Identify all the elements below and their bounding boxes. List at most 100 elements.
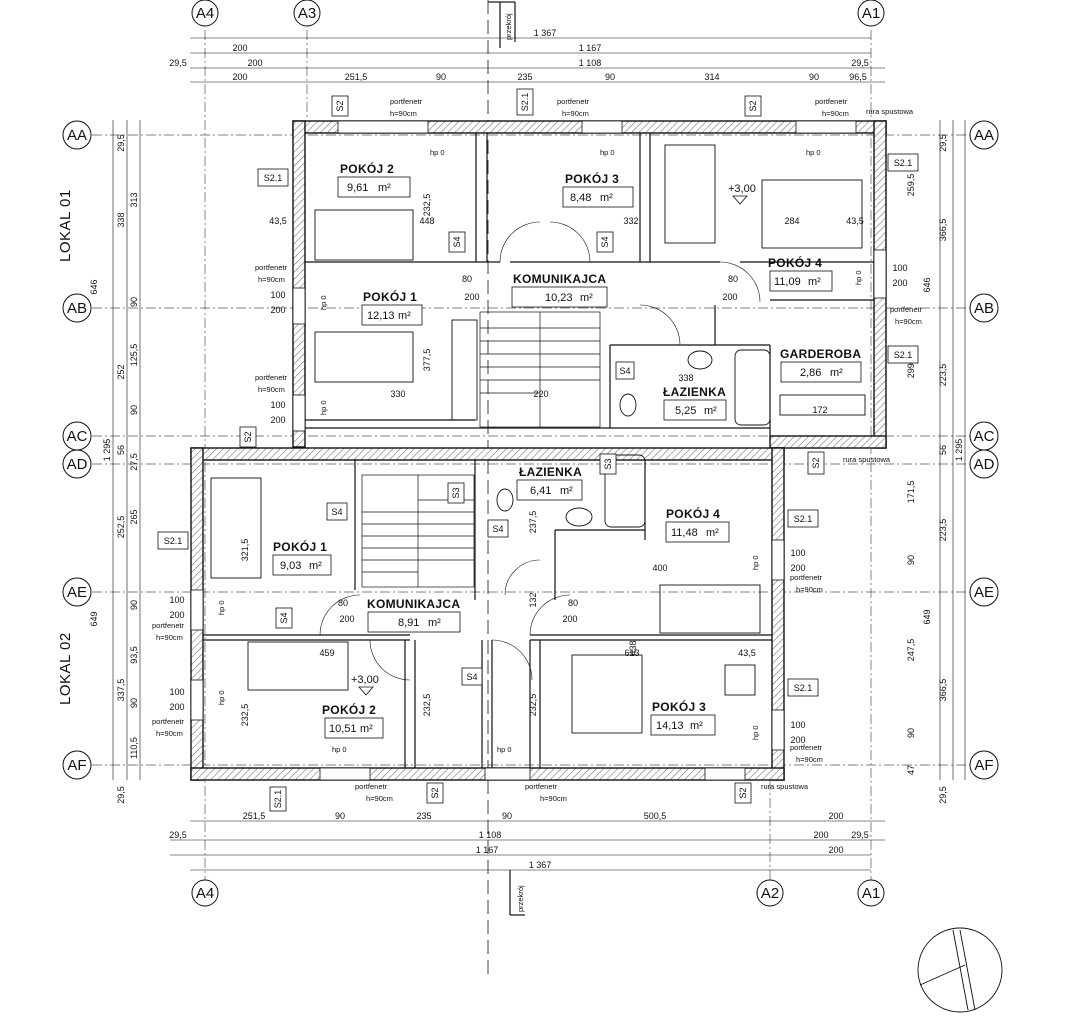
dimension-texts-top: 1 367 200 1 167 29,5 200 1 108 29,5 200 …	[169, 28, 869, 82]
room-name: POKÓJ 2	[322, 702, 376, 717]
svg-text:200: 200	[270, 415, 285, 425]
svg-text:1 108: 1 108	[479, 830, 502, 840]
svg-text:200: 200	[232, 43, 247, 53]
axis-label-row: AC	[974, 428, 995, 445]
svg-text:h=90cm: h=90cm	[366, 794, 393, 803]
svg-text:rura spustowa: rura spustowa	[761, 782, 809, 791]
svg-text:portfenetr: portfenetr	[790, 743, 823, 752]
axis-label-col: A2	[761, 885, 779, 902]
exterior-walls	[190, 120, 887, 781]
svg-text:S2.1: S2.1	[894, 350, 913, 360]
svg-text:h=90cm: h=90cm	[895, 317, 922, 326]
svg-text:29,5: 29,5	[169, 58, 187, 68]
svg-text:hp 0: hp 0	[854, 270, 863, 285]
area-unit: m²	[309, 560, 322, 572]
svg-text:S4: S4	[279, 612, 289, 623]
svg-text:S2.1: S2.1	[794, 514, 813, 524]
area-unit: m²	[398, 310, 411, 322]
svg-text:h=90cm: h=90cm	[156, 729, 183, 738]
svg-text:200: 200	[722, 292, 737, 302]
svg-text:337,5: 337,5	[116, 679, 126, 702]
svg-text:hp 0: hp 0	[497, 745, 512, 754]
svg-text:portfenetr: portfenetr	[255, 373, 288, 382]
svg-text:S3: S3	[603, 458, 613, 469]
svg-text:90: 90	[436, 72, 446, 82]
room-area: 2,86	[800, 367, 821, 379]
svg-text:220: 220	[533, 389, 548, 399]
room-name: GARDEROBA	[780, 347, 861, 361]
svg-text:251,5: 251,5	[243, 811, 266, 821]
svg-text:232,5: 232,5	[528, 694, 538, 717]
svg-text:96,5: 96,5	[849, 72, 867, 82]
svg-text:332: 332	[623, 216, 638, 226]
area-unit: m²	[580, 292, 593, 304]
svg-text:portfenetr: portfenetr	[815, 97, 848, 106]
svg-text:S2.1: S2.1	[264, 173, 283, 183]
room-name: POKÓJ 3	[565, 171, 619, 186]
axis-label-row: AA	[974, 127, 994, 144]
element-tags	[157, 88, 919, 812]
bed	[659, 584, 761, 634]
svg-text:1 295: 1 295	[954, 439, 964, 462]
toilet	[496, 488, 514, 512]
level-label: +3,00	[351, 674, 379, 686]
interior-walls	[203, 133, 874, 768]
svg-text:100: 100	[270, 400, 285, 410]
svg-text:S4: S4	[600, 236, 610, 247]
bed	[314, 209, 414, 261]
svg-text:hp 0: hp 0	[319, 400, 328, 415]
svg-text:1 295: 1 295	[102, 439, 112, 462]
room-area: 14,13	[656, 720, 684, 732]
svg-text:29,5: 29,5	[938, 134, 948, 152]
svg-text:321,5: 321,5	[240, 539, 250, 562]
area-unit: m²	[830, 367, 843, 379]
svg-text:200: 200	[169, 702, 184, 712]
svg-text:200: 200	[169, 610, 184, 620]
svg-text:251,5: 251,5	[345, 72, 368, 82]
axis-label-row: AF	[67, 757, 86, 774]
svg-text:portfenetr: portfenetr	[890, 305, 923, 314]
svg-text:200: 200	[562, 614, 577, 624]
svg-text:200: 200	[828, 811, 843, 821]
unit-label-lokal-01: LOKAL 01	[57, 189, 74, 262]
svg-text:314: 314	[704, 72, 719, 82]
bed	[247, 641, 349, 691]
svg-text:h=90cm: h=90cm	[796, 755, 823, 764]
svg-text:649: 649	[922, 609, 932, 624]
sink	[565, 507, 593, 527]
svg-text:93,5: 93,5	[129, 646, 139, 664]
axis-label-col: A1	[862, 5, 880, 22]
svg-text:200: 200	[247, 58, 262, 68]
dimension-texts-right: 1 295 646 649 29,5 366,5 259,5 299,1 223…	[906, 134, 964, 804]
svg-text:338: 338	[116, 212, 126, 227]
door-swings	[319, 221, 761, 681]
svg-text:259,5: 259,5	[906, 174, 916, 197]
svg-text:90: 90	[906, 555, 916, 565]
north-arrow-icon	[917, 927, 1003, 1013]
svg-text:h=90cm: h=90cm	[390, 109, 417, 118]
svg-text:29,5: 29,5	[851, 830, 869, 840]
svg-text:29,5: 29,5	[116, 134, 126, 152]
svg-text:S4: S4	[466, 672, 477, 682]
svg-text:portfenetr: portfenetr	[152, 717, 185, 726]
staircase-lower	[361, 474, 475, 588]
svg-text:100: 100	[270, 290, 285, 300]
svg-text:232,5: 232,5	[422, 194, 432, 217]
svg-text:hp 0: hp 0	[319, 295, 328, 310]
room-area: 10,51	[329, 723, 357, 735]
svg-text:200: 200	[464, 292, 479, 302]
shelf	[779, 394, 866, 416]
svg-text:29,5: 29,5	[116, 786, 126, 804]
svg-text:hp 0: hp 0	[430, 148, 445, 157]
axis-label-row: AB	[67, 300, 87, 317]
svg-text:hp 0: hp 0	[806, 148, 821, 157]
svg-text:646: 646	[922, 277, 932, 292]
svg-text:235: 235	[416, 811, 431, 821]
svg-text:29,5: 29,5	[851, 58, 869, 68]
svg-text:S3: S3	[451, 487, 461, 498]
svg-text:649: 649	[89, 611, 99, 626]
svg-text:29,5: 29,5	[938, 786, 948, 804]
svg-text:27,5: 27,5	[129, 453, 139, 471]
bathtub	[604, 454, 646, 528]
furniture	[210, 144, 866, 734]
